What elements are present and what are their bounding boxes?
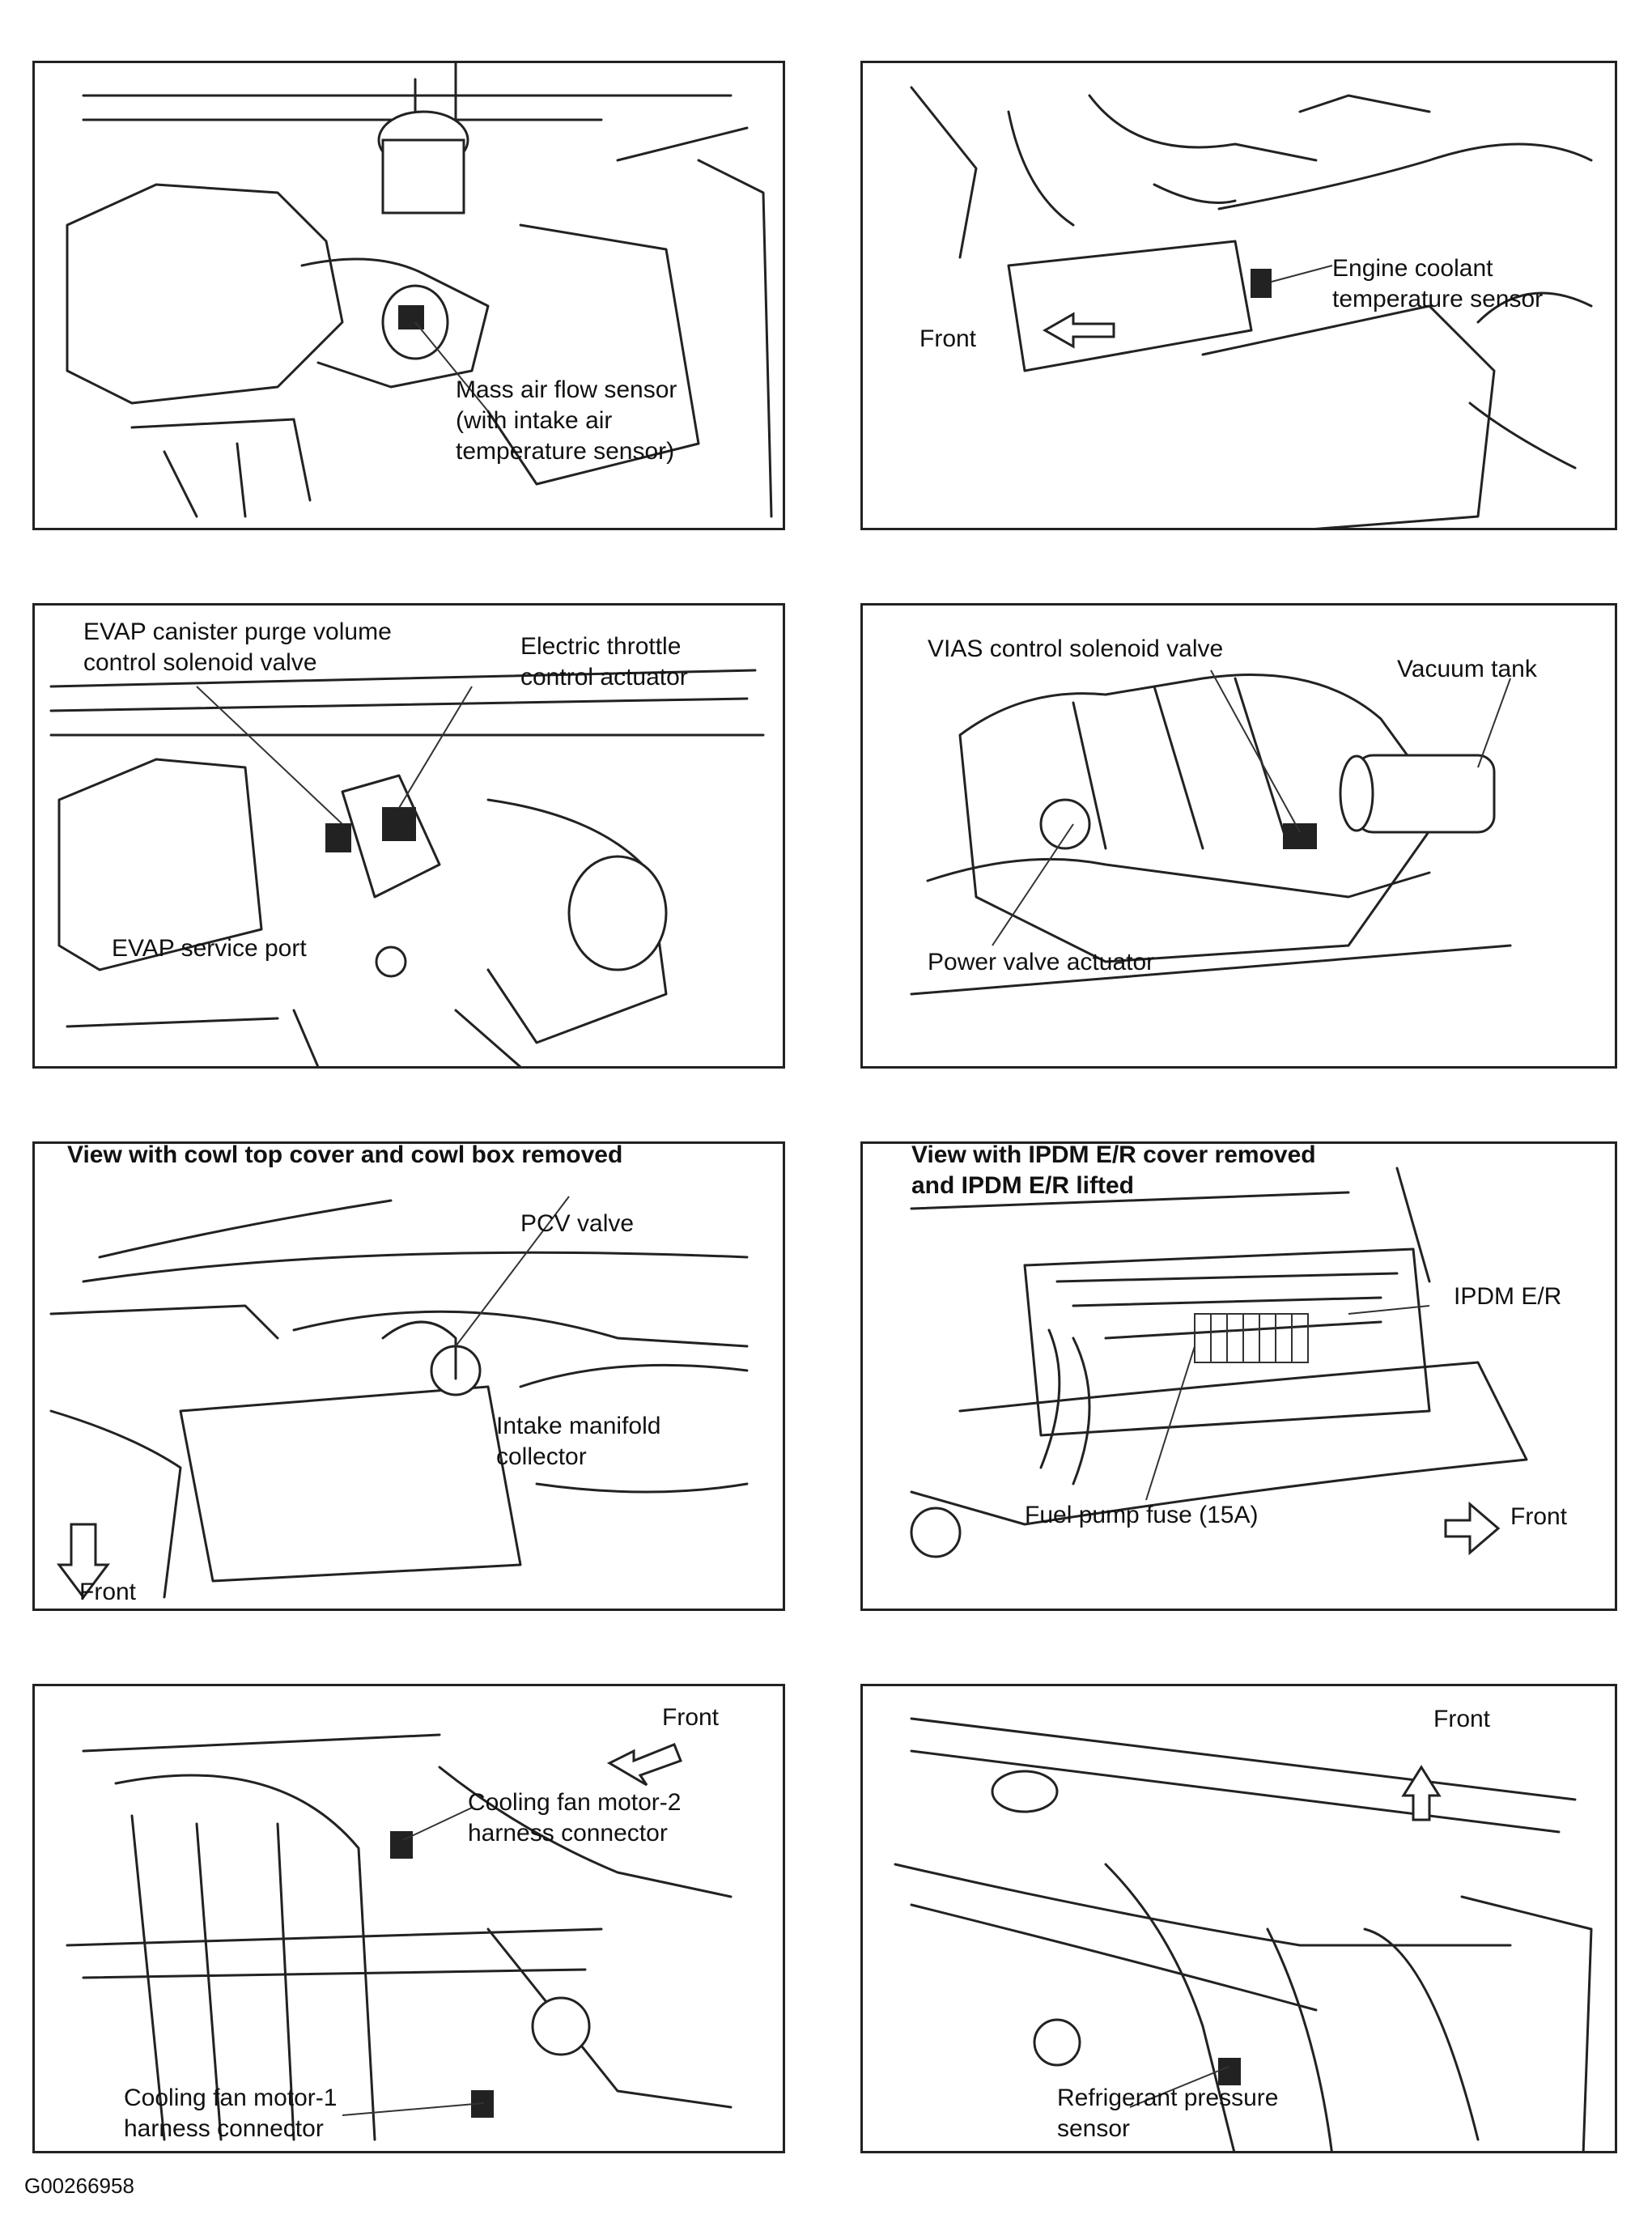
- evap-canister-purge-volume-control-solenoid-valve-label: EVAP canister purge volume: [83, 618, 392, 645]
- front-direction-label: Front: [1510, 1503, 1568, 1530]
- panel-header: and IPDM E/R lifted: [911, 1172, 1135, 1199]
- electric-throttle-control-actuator-label: Electric throttle: [520, 633, 682, 660]
- vacuum-tank-label: Vacuum tank: [1397, 656, 1537, 682]
- engine-line-drawing: [49, 669, 765, 1066]
- figure-reference-code: G00266958: [24, 2174, 134, 2198]
- mass-air-flow-sensor-label: temperature sensor): [456, 438, 675, 465]
- engine-coolant-temperature-sensor-label: Engine coolant: [1332, 255, 1493, 282]
- mass-air-flow-sensor-label: (with intake air: [456, 407, 613, 434]
- engine-coolant-temperature-sensor-label: temperature sensor: [1332, 286, 1544, 312]
- diagram-panel-engine-coolant-temperature-sensor: Engine coolant temperature sensor Front: [860, 61, 1617, 530]
- mass-air-flow-sensor-label: Mass air flow sensor: [456, 376, 677, 403]
- cooling-fan-motor-1-harness-connector-label: Cooling fan motor-1: [124, 2085, 338, 2111]
- refrigerant-pressure-sensor-label: sensor: [1057, 2115, 1131, 2142]
- diagram-panel-ipdm-er: View with IPDM E/R cover removed and IPD…: [860, 1141, 1617, 1611]
- pcv-valve-label: PCV valve: [520, 1210, 635, 1237]
- engine-line-drawing: [49, 1196, 749, 1600]
- intake-manifold-collector-label: collector: [496, 1443, 587, 1470]
- intake-manifold-collector-label: Intake manifold: [496, 1413, 661, 1439]
- engine-line-drawing: [910, 669, 1512, 996]
- engine-line-drawing: [894, 1717, 1593, 2151]
- diagram-panel-evap-throttle: EVAP canister purge volume control solen…: [32, 603, 785, 1069]
- cooling-fan-motor-2-harness-connector-label: harness connector: [468, 1820, 668, 1847]
- power-valve-actuator-label: Power valve actuator: [928, 949, 1155, 975]
- front-direction-label: Front: [662, 1704, 720, 1731]
- engine-line-drawing: [910, 86, 1593, 528]
- engine-line-drawing: [66, 1733, 733, 2141]
- vias-control-solenoid-valve-label: VIAS control solenoid valve: [928, 635, 1224, 662]
- front-direction-label: Front: [1433, 1706, 1491, 1732]
- cooling-fan-motor-2-harness-connector-label: Cooling fan motor-2: [468, 1789, 682, 1816]
- front-direction-label: Front: [919, 325, 977, 352]
- diagram-panel-vias: VIAS control solenoid valve Vacuum tank …: [860, 603, 1617, 1069]
- diagram-panel-pcv-valve: View with cowl top cover and cowl box re…: [32, 1141, 785, 1611]
- diagram-panel-refrigerant-pressure-sensor: Front Refrigerant pressure sensor: [860, 1684, 1617, 2153]
- front-direction-label: Front: [79, 1579, 137, 1605]
- cooling-fan-motor-1-harness-connector-label: harness connector: [124, 2115, 324, 2142]
- electric-throttle-control-actuator-label: control actuator: [520, 664, 688, 691]
- engine-line-drawing: [910, 1167, 1528, 1558]
- panel-header: View with cowl top cover and cowl box re…: [67, 1141, 623, 1168]
- engine-line-drawing: [66, 63, 773, 518]
- evap-canister-purge-volume-control-solenoid-valve-label: control solenoid valve: [83, 649, 317, 676]
- fuel-pump-fuse-label: Fuel pump fuse (15A): [1025, 1502, 1259, 1528]
- diagram-panel-cooling-fan-motors: Front Cooling fan motor-2 harness connec…: [32, 1684, 785, 2153]
- diagram-panel-mass-air-flow-sensor: Mass air flow sensor (with intake air te…: [32, 61, 785, 530]
- ipdm-er-label: IPDM E/R: [1454, 1283, 1562, 1310]
- evap-service-port-label: EVAP service port: [112, 935, 307, 962]
- refrigerant-pressure-sensor-label: Refrigerant pressure: [1057, 2085, 1279, 2111]
- panel-header: View with IPDM E/R cover removed: [911, 1141, 1316, 1168]
